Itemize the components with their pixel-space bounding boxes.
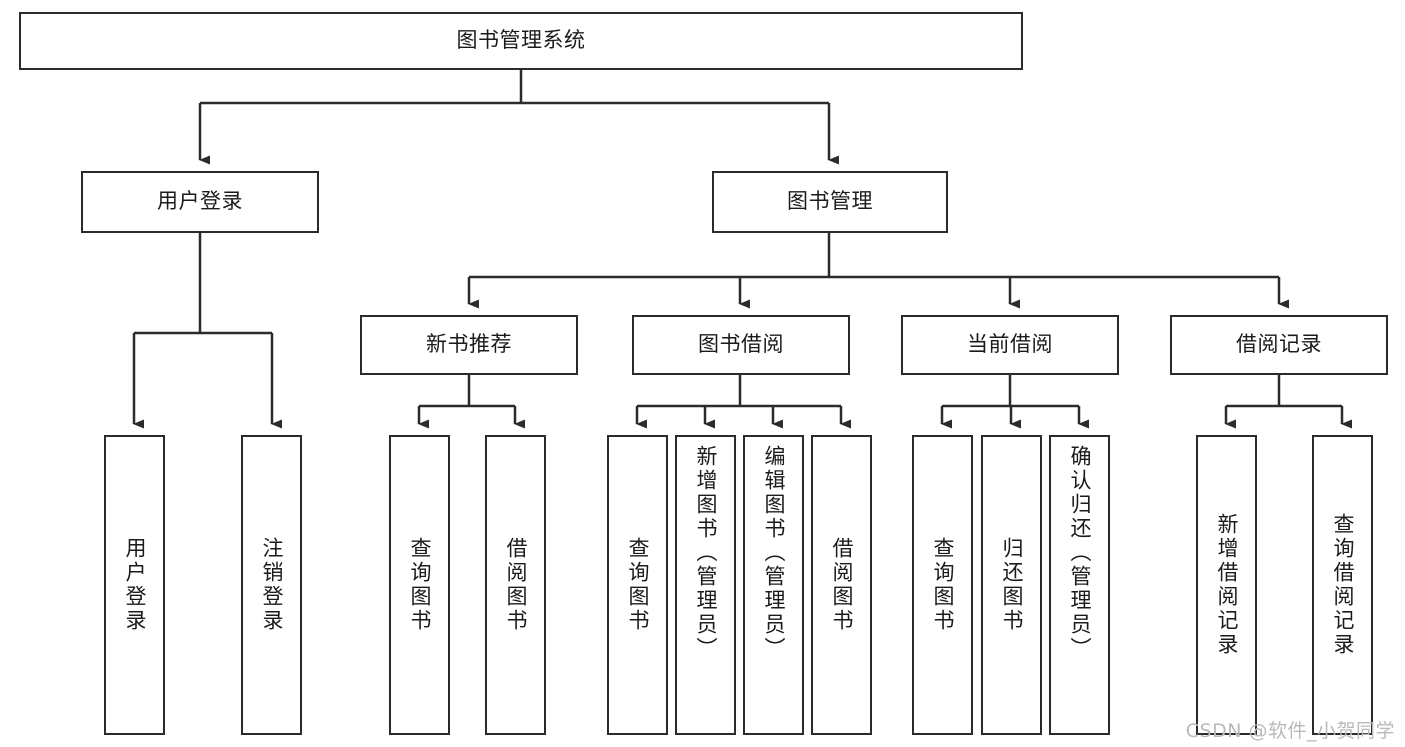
node-leaf-query-book-2[interactable]: 查询图书 — [607, 435, 668, 735]
node-label: 用户登录 — [157, 189, 243, 214]
node-label: 图书借阅 — [698, 332, 784, 357]
node-leaf-query-book-1[interactable]: 查询图书 — [389, 435, 450, 735]
node-label: 查询借阅记录 — [1331, 513, 1355, 657]
node-label: 注销登录 — [260, 537, 284, 633]
watermark-text: CSDN @软件_小贺同学 — [1185, 720, 1395, 742]
node-label: 归还图书 — [1000, 537, 1024, 633]
node-label: 新增借阅记录 — [1215, 513, 1239, 657]
node-label: 用户登录 — [123, 537, 147, 633]
node-label: 当前借阅 — [967, 332, 1053, 357]
node-leaf-user-login[interactable]: 用户登录 — [104, 435, 165, 735]
node-label: 新书推荐 — [426, 332, 512, 357]
node-newbook[interactable]: 新书推荐 — [360, 315, 578, 375]
node-label: 借阅图书 — [830, 537, 854, 633]
node-label: 新增图书（管理员） — [694, 445, 718, 661]
node-label: 查询图书 — [626, 537, 650, 633]
node-leaf-confirm-return[interactable]: 确认归还（管理员） — [1049, 435, 1110, 735]
node-leaf-return-book[interactable]: 归还图书 — [981, 435, 1042, 735]
node-login[interactable]: 用户登录 — [81, 171, 319, 233]
node-current[interactable]: 当前借阅 — [901, 315, 1119, 375]
node-label: 编辑图书（管理员） — [762, 445, 786, 661]
node-leaf-logout[interactable]: 注销登录 — [241, 435, 302, 735]
node-leaf-query-record[interactable]: 查询借阅记录 — [1312, 435, 1373, 735]
edge-group — [132, 70, 1352, 429]
node-label: 确认归还（管理员） — [1068, 445, 1092, 661]
node-label: 查询图书 — [931, 537, 955, 633]
node-label: 借阅记录 — [1236, 332, 1322, 357]
node-leaf-borrow-book-2[interactable]: 借阅图书 — [811, 435, 872, 735]
node-leaf-add-book[interactable]: 新增图书（管理员） — [675, 435, 736, 735]
node-label: 图书管理 — [787, 189, 873, 214]
node-root[interactable]: 图书管理系统 — [19, 12, 1023, 70]
node-record[interactable]: 借阅记录 — [1170, 315, 1388, 375]
node-label: 借阅图书 — [504, 537, 528, 633]
node-leaf-borrow-book-1[interactable]: 借阅图书 — [485, 435, 546, 735]
node-bookmgmt[interactable]: 图书管理 — [712, 171, 948, 233]
node-leaf-add-record[interactable]: 新增借阅记录 — [1196, 435, 1257, 735]
node-borrow[interactable]: 图书借阅 — [632, 315, 850, 375]
node-leaf-query-book-3[interactable]: 查询图书 — [912, 435, 973, 735]
node-label: 查询图书 — [408, 537, 432, 633]
node-label: 图书管理系统 — [456, 28, 586, 53]
node-leaf-edit-book[interactable]: 编辑图书（管理员） — [743, 435, 804, 735]
